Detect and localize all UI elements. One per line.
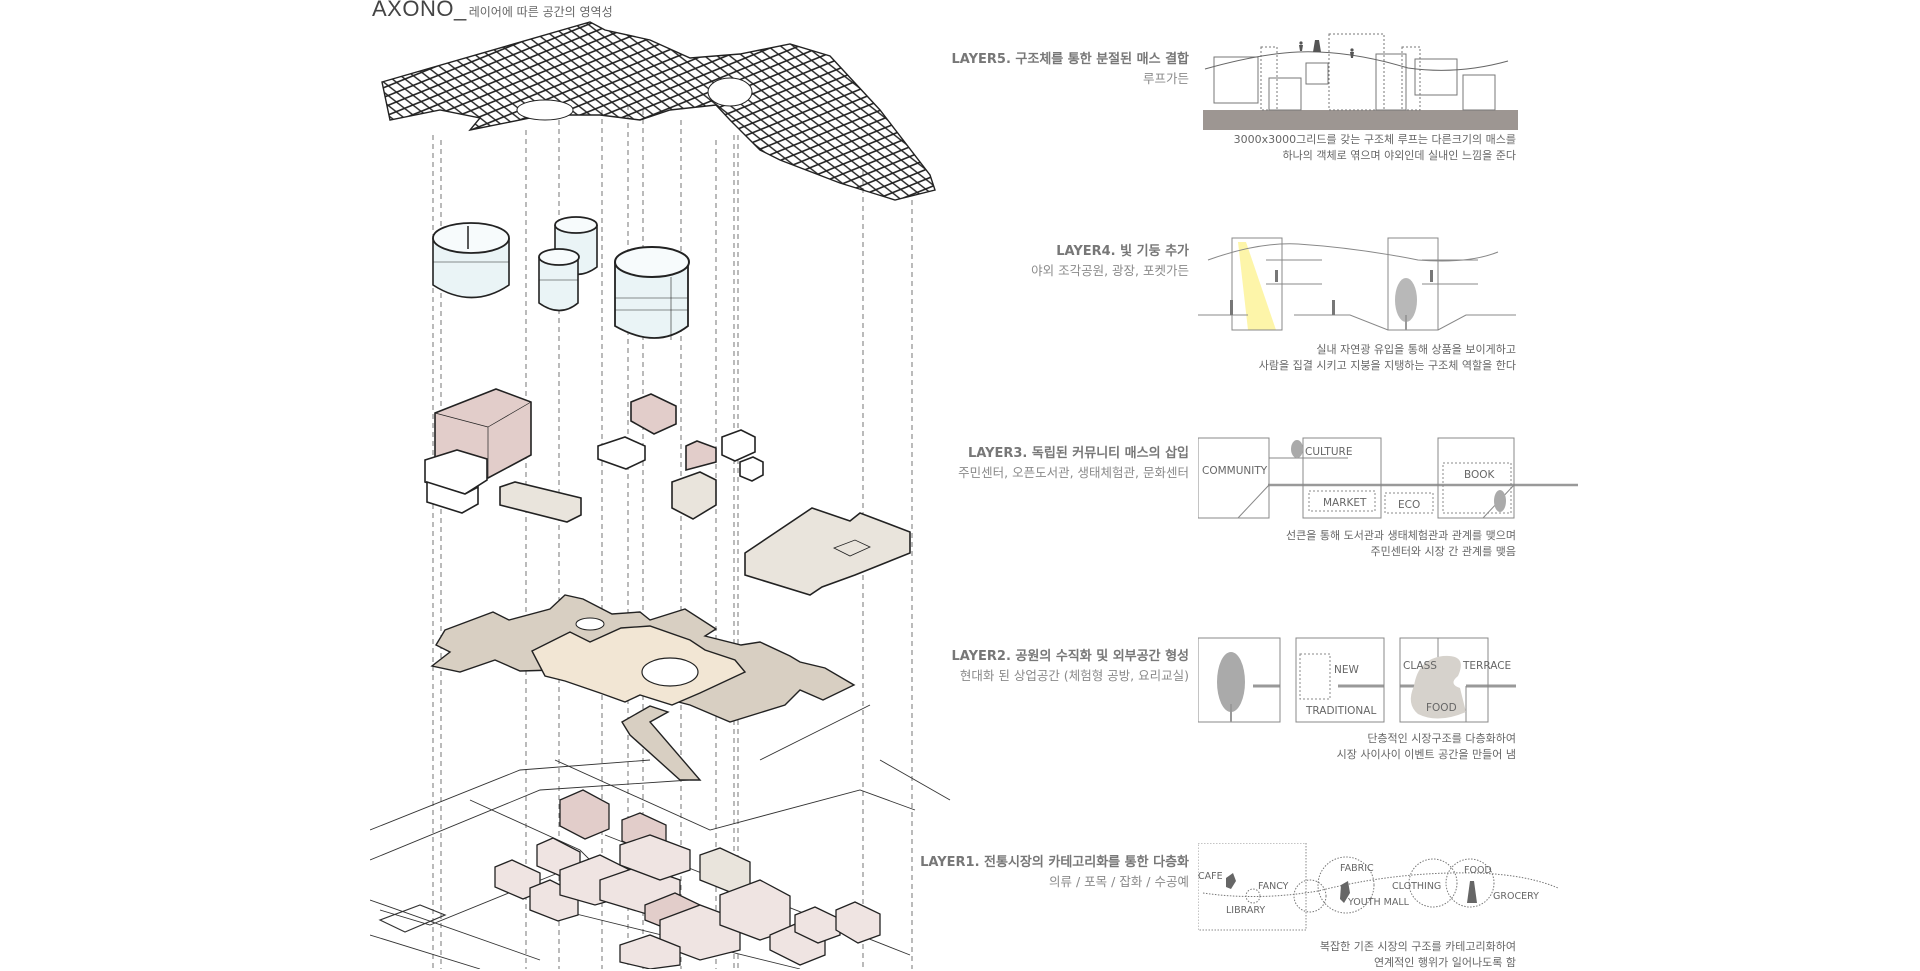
label-library: LIBRARY <box>1226 905 1265 916</box>
layer5-text: LAYER5. 구조체를 통한 분절된 매스 결합 루프가든 <box>952 48 1190 87</box>
layer3-section-diagram: COMMUNITY CULTURE MARKET ECO BOOK <box>1198 437 1578 519</box>
label-food: FOOD <box>1426 702 1457 714</box>
path-dashed-box <box>1299 653 1331 700</box>
layer3-caption-line1: 선큰을 통해 도서관과 생태체험관과 관계를 맺으며 <box>1285 529 1516 542</box>
food-blob <box>1410 655 1466 719</box>
people-icons <box>1230 270 1433 315</box>
layer5-heading: LAYER5. 구조체를 통한 분절된 매스 결합 <box>951 52 1190 67</box>
mass-cluster-right <box>671 429 764 520</box>
label-community: COMMUNITY <box>1202 465 1268 477</box>
label-culture: CULTURE <box>1305 446 1352 458</box>
layer4-section-diagram <box>1198 237 1516 331</box>
layer3-text: LAYER3. 독립된 커뮤니티 매스의 삽입 주민센터, 오픈도서관, 생태체… <box>958 442 1189 481</box>
layer3-subtitle: 주민센터, 오픈도서관, 생태체험관, 문화센터 <box>958 465 1189 480</box>
label-market: MARKET <box>1323 497 1367 509</box>
cylinder-1 <box>432 222 510 299</box>
label-clothing: CLOTHING <box>1392 881 1441 892</box>
layer2-subtitle: 현대화 된 상업공간 (체험형 공방, 요리교실) <box>959 668 1189 683</box>
label-food: FOOD <box>1464 865 1492 876</box>
layer1-text: LAYER1. 전통시장의 카테고리화를 통한 다층화 의류 / 포목 / 잡화… <box>920 851 1189 890</box>
tree-icon <box>1494 490 1506 512</box>
tree-icon <box>1217 652 1245 722</box>
layer5-caption-line1: 3000x3000그리드를 갖는 구조체 루프는 다른크기의 매스를 <box>1233 133 1516 146</box>
label-class: CLASS <box>1403 660 1437 672</box>
layer3-caption-line2: 주민센터와 시장 간 관계를 맺음 <box>1370 545 1516 558</box>
layer1-heading: LAYER1. 전통시장의 카테고리화를 통한 다층화 <box>920 855 1189 870</box>
label-traditional: TRADITIONAL <box>1305 705 1376 717</box>
layer2-text: LAYER2. 공원의 수직화 및 외부공간 형성 현대화 된 상업공간 (체험… <box>952 645 1190 684</box>
tree-icon <box>1395 278 1417 330</box>
label-fancy: FANCY <box>1258 881 1289 892</box>
layer1-subtitle: 의류 / 포목 / 잡화 / 수공예 <box>1049 874 1189 889</box>
layer4-caption-line1: 실내 자연광 유입을 통해 상품을 보이게하고 <box>1316 343 1516 356</box>
layer5-section-diagram <box>1203 33 1518 130</box>
mass-pink-small <box>630 393 677 435</box>
layer4-subtitle: 야외 조각공원, 광장, 포켓가든 <box>1031 263 1189 278</box>
light-cylinders-layer4 <box>432 216 690 340</box>
layer2-caption-line2: 시장 사이사이 이벤트 공간을 만들어 냄 <box>1336 748 1516 761</box>
layer1-section-diagram: CAFE LIBRARY FANCY FABRIC YOUTH MALL CLO… <box>1198 843 1559 931</box>
title-main: AXONO_ <box>372 0 467 21</box>
label-eco: ECO <box>1398 499 1420 511</box>
label-youth-mall: YOUTH MALL <box>1347 897 1410 908</box>
layer2-caption-line1: 단층적인 시장구조를 다층화하여 <box>1367 732 1516 745</box>
title-subtitle: 레이어에 따른 공간의 영역성 <box>468 5 613 19</box>
layer1-caption-line1: 복잡한 기존 시장의 구조를 카테고리화하여 <box>1319 940 1516 953</box>
label-new: NEW <box>1334 664 1359 676</box>
layer4-text: LAYER4. 빛 기둥 추가 야외 조각공원, 광장, 포켓가든 <box>1031 240 1189 279</box>
mass-beige-long <box>499 481 582 523</box>
layer4-heading: LAYER4. 빛 기둥 추가 <box>1056 244 1189 259</box>
label-fabric: FABRIC <box>1340 863 1374 874</box>
mass-beige-stepped <box>744 507 911 596</box>
layer1-caption: 복잡한 기존 시장의 구조를 카테고리화하여 연계적인 행위가 일어나도록 함 <box>1320 939 1516 971</box>
cylinder-3 <box>538 248 580 312</box>
axonometric-drawing <box>370 21 951 969</box>
people-icons <box>1226 873 1477 903</box>
layer2-section-diagram: NEW TRADITIONAL CLASS TERRACE FOOD <box>1198 637 1516 723</box>
page-title: AXONO_ 레이어에 따른 공간의 영역성 <box>372 0 613 22</box>
label-cafe: CAFE <box>1198 871 1223 882</box>
mass-white-stack <box>424 449 488 514</box>
label-terrace: TERRACE <box>1462 660 1511 672</box>
tree-icon <box>1291 440 1303 458</box>
people-icons <box>1299 40 1354 58</box>
layer2-caption: 단층적인 시장구조를 다층화하여 시장 사이사이 이벤트 공간을 만들어 냄 <box>1337 731 1516 763</box>
layer3-heading: LAYER3. 독립된 커뮤니티 매스의 삽입 <box>967 446 1189 461</box>
layer5-subtitle: 루프가든 <box>1142 71 1189 86</box>
market-masses-layer1 <box>494 789 881 969</box>
layer4-caption-line2: 사람을 집결 시키고 지붕을 지탱하는 구조체 역할을 한다 <box>1258 359 1516 372</box>
label-book: BOOK <box>1464 469 1496 481</box>
ground-bar <box>1203 110 1518 130</box>
layer5-caption: 3000x3000그리드를 갖는 구조체 루프는 다른크기의 매스를 하나의 객… <box>1234 132 1516 164</box>
layer2-heading: LAYER2. 공원의 수직화 및 외부공간 형성 <box>951 649 1190 664</box>
community-masses-layer3 <box>424 388 911 596</box>
mass-white-small-pair <box>597 436 646 470</box>
layer5-caption-line2: 하나의 객체로 엮으며 야외인데 실내인 느낌을 준다 <box>1282 149 1517 162</box>
layer1-caption-line2: 연계적인 행위가 일어나도록 함 <box>1373 956 1516 969</box>
platform-layer2 <box>430 594 856 781</box>
cylinder-4 <box>614 246 690 340</box>
roof-grid-layer5 <box>381 21 936 201</box>
label-grocery: GROCERY <box>1493 891 1539 902</box>
light-beam <box>1238 242 1276 330</box>
layer4-caption: 실내 자연광 유입을 통해 상품을 보이게하고 사람을 집결 시키고 지붕을 지… <box>1259 342 1516 374</box>
layer3-caption: 선큰을 통해 도서관과 생태체험관과 관계를 맺으며 주민센터와 시장 간 관계… <box>1286 528 1516 560</box>
